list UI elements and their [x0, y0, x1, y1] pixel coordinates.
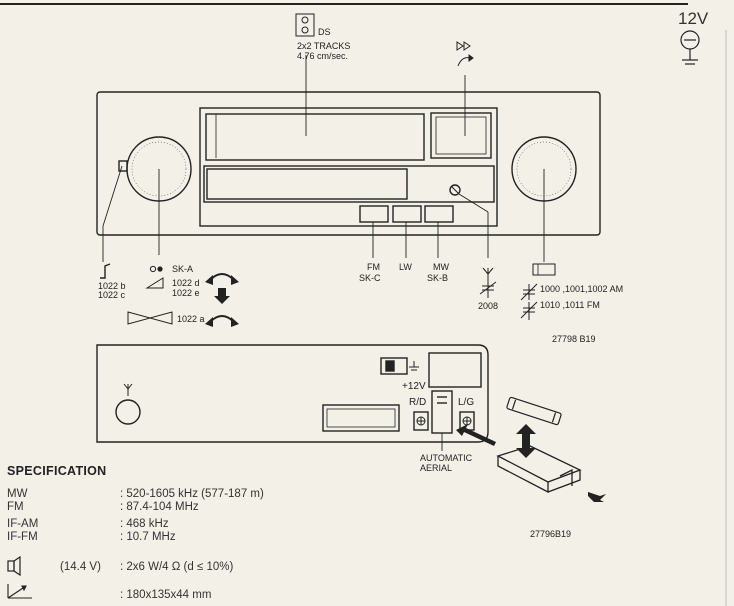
tracks-label: 2x2 TRACKS	[297, 41, 351, 51]
fuse-holder-icon	[496, 445, 582, 494]
front-leader-lines	[102, 55, 545, 262]
tape-speed-label: 4.76 cm/sec.	[297, 51, 349, 61]
ground-symbol-icon	[680, 30, 700, 65]
coil-icon	[532, 263, 556, 276]
power-condition: (14.4 V)	[60, 561, 101, 573]
spec-row-value: : 520-1605 kHz (577-187 m)	[120, 488, 264, 500]
voltage-label: 12V	[678, 9, 709, 28]
spec-row-label: MW	[7, 488, 28, 500]
spec-row-label: IF-FM	[7, 531, 38, 543]
tone-ref-2: 1022 c	[98, 290, 126, 300]
trimmer-ref: 2008	[478, 301, 499, 311]
rotate-arrows-icon	[205, 273, 239, 285]
spec-row-value: : 10.7 MHz	[120, 531, 176, 543]
specification-heading: SPECIFICATION	[7, 464, 107, 478]
spec-row-label: IF-AM	[7, 518, 39, 530]
fm-switch-label: SK-C	[359, 273, 381, 283]
switch-circles-icon	[149, 265, 163, 273]
volume-ref-1: 1022 d	[172, 278, 200, 288]
antenna-trimmer-icon	[479, 267, 497, 298]
auto-aerial-label-2: AERIAL	[420, 463, 453, 473]
tone-note-icon	[100, 263, 111, 279]
rear-drawing-number: 27796B19	[530, 529, 572, 539]
spec-row-value: : 87.4-104 MHz	[120, 501, 199, 513]
eject-right-arrow-icon	[588, 492, 606, 502]
dimension-value: : 180x135x44 mm	[120, 589, 212, 601]
up-down-arrow-icon	[516, 424, 536, 458]
spec-row-label: FM	[7, 501, 24, 513]
spec-row-value: : 468 kHz	[120, 518, 169, 530]
auto-aerial-label-1: AUTOMATIC	[420, 453, 473, 463]
down-arrow-icon	[214, 288, 230, 304]
dimension-icon	[7, 584, 32, 599]
volume-ref-2: 1022 e	[172, 288, 200, 298]
power-value: : 2x6 W/4 Ω (d ≤ 10%)	[120, 561, 234, 573]
lw-button-label: LW	[399, 262, 412, 272]
ground-small-icon	[409, 361, 419, 371]
rear-panel	[96, 344, 489, 443]
cassette-icon	[295, 13, 315, 37]
mw-button-label: MW	[433, 262, 449, 272]
speaker-icon	[7, 555, 21, 577]
volume-wedge-icon	[145, 277, 164, 289]
tuning-am-ref: 1000 ,1001,1002 AM	[540, 284, 624, 294]
switch-label: SK-A	[172, 264, 194, 274]
cassette-symbol-label: DS	[318, 27, 331, 37]
plus-12v-label: +12V	[402, 381, 426, 392]
rotate-arrows-icon-2	[205, 315, 239, 327]
insert-arrow-icon	[456, 424, 496, 446]
balance-ref: 1022 a	[177, 314, 205, 324]
fm-button-label: FM	[367, 262, 380, 272]
tone-ref-1: 1022 b	[98, 281, 126, 291]
variable-capacitor-icon	[520, 283, 538, 320]
tuning-fm-ref: 1010 ,1011 FM	[540, 300, 600, 310]
balance-icon	[127, 311, 173, 325]
lg-label: L/G	[458, 397, 475, 408]
rd-label: R/D	[409, 397, 427, 408]
fuse-icon	[506, 396, 562, 426]
front-drawing-number: 27798 B19	[552, 334, 596, 344]
fast-forward-icon	[456, 41, 474, 67]
mw-switch-label: SK-B	[427, 273, 449, 283]
front-panel	[96, 91, 601, 236]
